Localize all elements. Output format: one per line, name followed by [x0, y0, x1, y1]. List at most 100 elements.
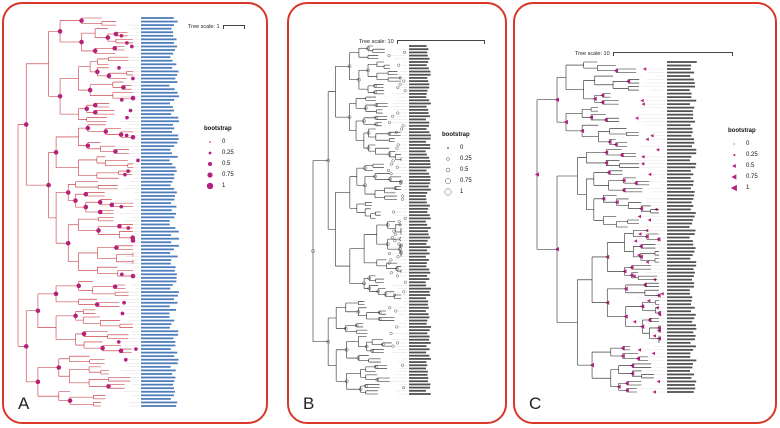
tree-branch — [396, 266, 401, 272]
leaf-label — [667, 299, 692, 302]
leaf-label — [409, 268, 430, 271]
leaf-label — [409, 179, 431, 181]
leaf-label — [409, 54, 428, 57]
leaf-label — [141, 326, 170, 329]
leaf-label — [409, 92, 427, 95]
legend-row: 1 — [728, 182, 758, 193]
tree-branch — [364, 165, 373, 171]
tree-branch — [641, 205, 651, 212]
leaf-label — [667, 345, 696, 348]
legend-row: 0.25 — [728, 149, 758, 160]
tree-branch — [379, 310, 387, 315]
leaf-label — [667, 254, 693, 256]
bootstrap-marker — [389, 271, 393, 275]
leaf-label — [141, 216, 175, 219]
leaf-label — [409, 89, 428, 92]
leaf-label — [141, 248, 174, 251]
tree-scale-b: Tree scale: 10 — [359, 39, 485, 45]
tree-scale-label-b: Tree scale: 10 — [359, 39, 394, 45]
leaf-label — [141, 134, 179, 137]
tree-branch — [644, 282, 659, 287]
leaf-label — [141, 308, 177, 311]
leaf-label — [667, 233, 695, 235]
leaf-label — [409, 188, 431, 191]
bootstrap-marker — [390, 236, 395, 240]
bootstrap-marker — [632, 274, 636, 278]
leaf-label — [409, 172, 430, 175]
tree-branch — [69, 355, 90, 362]
bootstrap-marker — [652, 390, 656, 394]
leaf-label — [409, 57, 430, 60]
leaf-label — [141, 198, 175, 201]
bootstrap-marker — [655, 148, 660, 152]
leaf-label — [141, 191, 177, 194]
tree-branch — [365, 374, 378, 380]
leaf-label — [667, 124, 691, 127]
leaf-label — [141, 116, 179, 119]
tree-scale-label-a: Tree scale: 1 — [188, 24, 220, 30]
bootstrap-marker — [120, 272, 124, 277]
tree-branch — [121, 131, 133, 138]
tree-branch — [375, 115, 388, 120]
leaf-label — [141, 74, 178, 76]
tree-branch — [97, 266, 118, 274]
leaf-label — [409, 105, 427, 108]
tree-branch — [375, 133, 390, 141]
leaf-label — [141, 287, 171, 290]
tree-branch — [97, 302, 120, 307]
bootstrap-marker — [400, 363, 405, 367]
leaf-label — [141, 316, 170, 318]
bootstrap-marker — [392, 210, 396, 214]
tree-branch — [644, 289, 659, 296]
tree-branch — [336, 307, 346, 329]
tree-branch — [358, 307, 367, 317]
phylogenetic-tree-c — [534, 61, 697, 394]
leaf-label — [409, 377, 429, 379]
tree-branch — [368, 64, 377, 77]
leaf-label — [141, 330, 179, 333]
tree-branch — [97, 247, 117, 259]
leaf-label — [141, 113, 172, 116]
leaf-label — [141, 358, 179, 361]
tree-branch — [26, 63, 49, 186]
legend-value: 0.5 — [460, 166, 469, 173]
tree-branch — [78, 218, 99, 231]
tree-branch — [98, 217, 114, 222]
bootstrap-marker — [391, 114, 395, 118]
leaf-label — [141, 166, 176, 169]
leaf-label — [667, 320, 693, 323]
tree-branch — [85, 192, 105, 197]
leaf-label — [409, 182, 430, 185]
leaf-label — [667, 131, 693, 134]
bootstrap-marker — [640, 162, 645, 166]
tree-branch — [597, 65, 617, 72]
tree-branch — [399, 237, 401, 242]
tree-branch — [608, 170, 623, 175]
tree-branch — [642, 319, 650, 334]
leaf-label — [141, 109, 174, 112]
legend-value: 0.75 — [222, 171, 234, 178]
tree-scale-bar-b — [396, 39, 485, 44]
bootstrap-marker — [633, 239, 638, 243]
tree-branch — [622, 353, 639, 359]
tree-branch — [372, 163, 384, 168]
tree-branch — [582, 124, 599, 137]
tree-branch — [349, 52, 359, 80]
tree-branch — [336, 349, 347, 382]
tree-branch — [375, 173, 391, 180]
tree-branch — [358, 336, 367, 347]
leaf-label — [667, 215, 695, 218]
legend-title-b: bootstrap — [442, 132, 470, 138]
leaf-label — [141, 70, 179, 73]
panel-letter-c: C — [529, 394, 542, 413]
leaf-label — [667, 68, 691, 70]
tree-branch — [605, 117, 620, 122]
leaf-label — [141, 91, 178, 94]
bootstrap-marker — [389, 331, 393, 335]
tree-branch — [70, 396, 94, 405]
leaf-label — [409, 389, 426, 392]
legend-symbol — [204, 137, 216, 147]
tree-scale-bar-c — [612, 51, 733, 56]
bootstrap-marker — [642, 67, 647, 71]
